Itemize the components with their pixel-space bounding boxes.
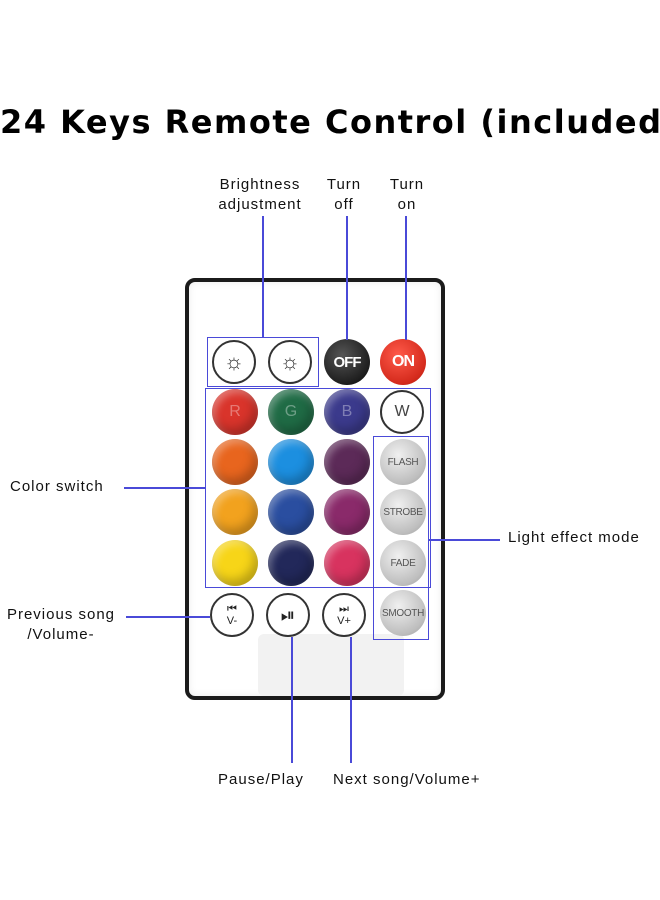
color-group-box — [205, 388, 431, 588]
color-green-button[interactable]: G — [268, 389, 314, 435]
turn-on-button[interactable]: ON — [380, 339, 426, 385]
next-song-label: Next song/Volume+ — [333, 771, 481, 788]
effect-group-box — [373, 436, 429, 640]
pause-play-button[interactable]: ⏯ — [266, 593, 310, 637]
pause-play-pointer-line — [291, 637, 293, 763]
color-red-button[interactable]: R — [212, 389, 258, 435]
flash-button[interactable]: FLASH — [380, 439, 426, 485]
sun-icon: ☼ — [223, 349, 245, 374]
color-pink-button[interactable] — [324, 540, 370, 586]
play-pause-icon: ⏯ — [280, 604, 296, 625]
color-navy-button[interactable] — [268, 540, 314, 586]
strobe-button[interactable]: STROBE — [380, 489, 426, 535]
pause-play-label: Pause/Play — [218, 771, 304, 788]
previous-volume-down-button[interactable]: ⏮ V- — [210, 593, 254, 637]
previous-icon: ⏮ — [227, 602, 237, 615]
turn-off-pointer-line — [346, 216, 348, 340]
brightness-adjustment-label: Brightness adjustment — [218, 176, 302, 213]
white-button[interactable]: W — [380, 390, 424, 434]
color-switch-pointer-line — [124, 487, 205, 489]
next-volume-up-button[interactable]: ⏭ V+ — [322, 593, 366, 637]
color-plum-button[interactable] — [324, 489, 370, 535]
brightness-up-button[interactable]: ☼ — [268, 340, 312, 384]
light-effect-pointer-line — [429, 539, 500, 541]
sun-icon: ☼ — [279, 349, 301, 374]
previous-pointer-line — [126, 616, 210, 618]
color-orange-button[interactable] — [212, 439, 258, 485]
brightness-pointer-line — [262, 216, 264, 337]
color-switch-label: Color switch — [10, 478, 104, 495]
turn-off-button[interactable]: OFF — [324, 339, 370, 385]
fade-button[interactable]: FADE — [380, 540, 426, 586]
remote-bottom-panel — [258, 634, 404, 696]
next-pointer-line — [350, 637, 352, 763]
brightness-group-box — [207, 337, 319, 387]
page-title: 24 Keys Remote Control (included) — [0, 103, 660, 141]
smooth-button[interactable]: SMOOTH — [380, 590, 426, 636]
color-yellow-button[interactable] — [212, 540, 258, 586]
color-amber-button[interactable] — [212, 489, 258, 535]
color-blue-button[interactable]: B — [324, 389, 370, 435]
turn-off-label: Turn off — [326, 176, 362, 213]
color-purple-button[interactable] — [324, 439, 370, 485]
brightness-down-button[interactable]: ☼ — [212, 340, 256, 384]
color-sky-button[interactable] — [268, 439, 314, 485]
light-effect-mode-label: Light effect mode — [508, 529, 640, 546]
previous-song-label: Previous song /Volume- — [6, 606, 116, 643]
color-royal-button[interactable] — [268, 489, 314, 535]
turn-on-pointer-line — [405, 216, 407, 340]
next-icon: ⏭ — [339, 602, 349, 615]
turn-on-label: Turn on — [389, 176, 425, 213]
